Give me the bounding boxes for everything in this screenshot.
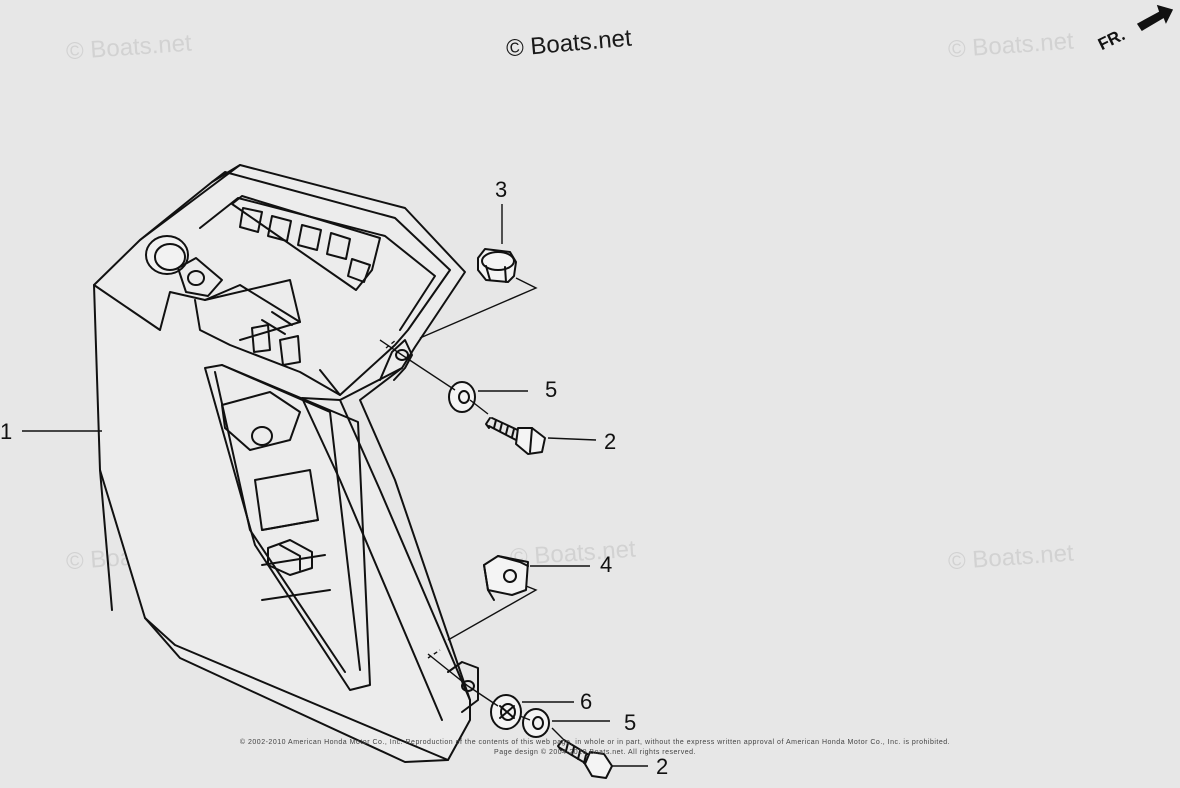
callout-4: 4 (600, 552, 613, 577)
part-1-cover (93, 164, 479, 763)
callout-6: 6 (580, 689, 593, 714)
callout-2-lower: 2 (656, 754, 669, 779)
callout-2-upper: 2 (604, 429, 617, 454)
part-5-washer-upper (448, 381, 476, 413)
part-5-washer-lower (522, 708, 550, 738)
leader-lines (22, 204, 648, 767)
callout-1: 1 (0, 419, 13, 444)
part-4-clip-nut (483, 555, 529, 601)
callout-5-upper: 5 (545, 377, 558, 402)
callout-3: 3 (495, 177, 508, 202)
callout-5-lower: 5 (624, 710, 637, 735)
copyright-line-2: Page design © 2004-2010 Boats.net. All r… (494, 749, 696, 756)
part-3-nut (477, 248, 517, 283)
copyright-notice: © 2002-2010 American Honda Motor Co., In… (180, 738, 1010, 758)
part-2-bolt-upper (485, 417, 546, 455)
copyright-line-1: © 2002-2010 American Honda Motor Co., In… (239, 739, 951, 746)
part-6-grommet (490, 694, 522, 730)
front-direction-arrow-icon (1136, 4, 1174, 32)
part-2-bolt-lower (557, 739, 613, 779)
